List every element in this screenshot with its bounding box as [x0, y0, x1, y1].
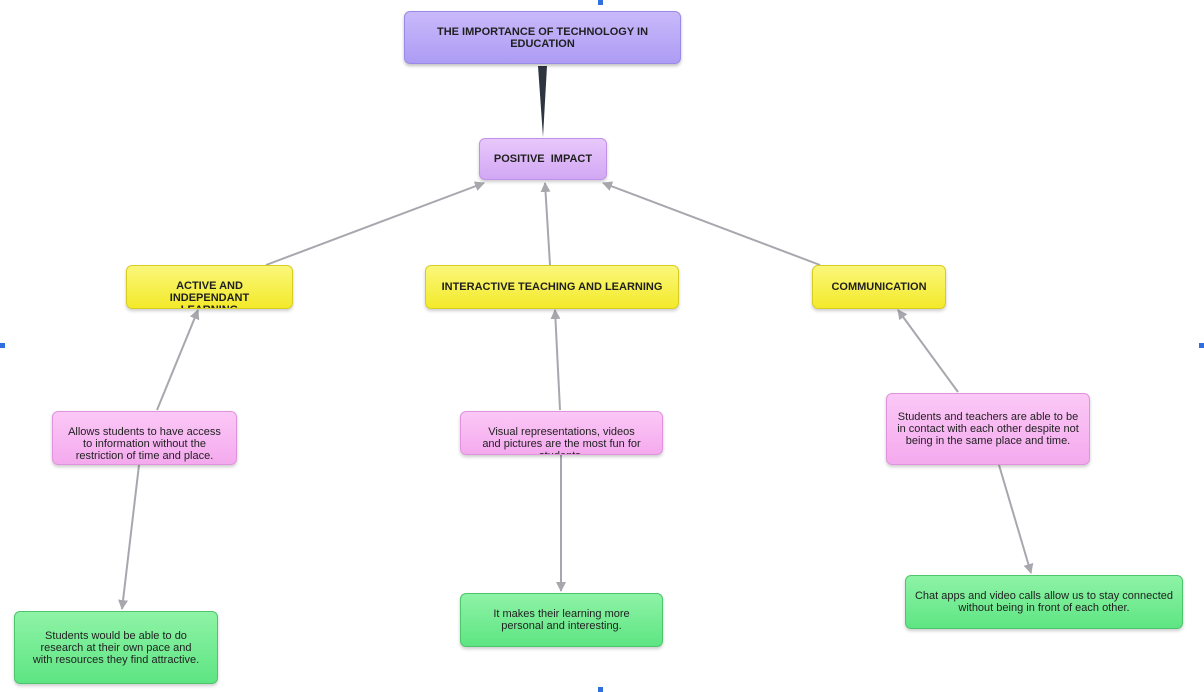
positive-impact-label: POSITIVE IMPACT: [493, 153, 593, 165]
active-learning-node[interactable]: ACTIVE AND INDEPENDANT LEARNING: [126, 265, 293, 309]
interactive-outcome-label: It makes their learning more personal an…: [493, 608, 630, 632]
selection-handle-top[interactable]: [598, 0, 603, 5]
title-node[interactable]: THE IMPORTANCE OF TECHNOLOGY IN EDUCATIO…: [404, 11, 681, 64]
active-detail-to-category-arrow: [156, 309, 200, 411]
selection-handle-right[interactable]: [1199, 343, 1204, 348]
communication-to-impact-arrow: [602, 181, 821, 266]
active-to-impact-arrow: [265, 181, 485, 266]
communication-detail-to-category-arrow: [897, 309, 959, 393]
communication-detail-node[interactable]: Students and teachers are able to be in …: [886, 393, 1090, 465]
active-detail-label: Allows students to have access to inform…: [68, 426, 221, 462]
active-outcome-label: Students would be able to do research at…: [32, 629, 200, 666]
selection-handle-bottom[interactable]: [598, 687, 603, 692]
active-outcome-node[interactable]: Students would be able to do research at…: [14, 611, 218, 684]
communication-detail-label: Students and teachers are able to be in …: [897, 411, 1079, 447]
communication-label: COMMUNICATION: [831, 281, 927, 293]
title-impact-connector: [538, 66, 547, 137]
interactive-outcome-node[interactable]: It makes their learning more personal an…: [460, 593, 663, 647]
positive-impact-node[interactable]: POSITIVE IMPACT: [479, 138, 607, 180]
active-detail-to-outcome-arrow: [118, 464, 140, 610]
communication-outcome-label: Chat apps and video calls allow us to st…: [914, 590, 1174, 614]
active-learning-label: ACTIVE AND INDEPENDANT LEARNING: [169, 280, 250, 308]
interactive-to-impact-arrow: [540, 182, 551, 266]
interactive-teaching-node[interactable]: INTERACTIVE TEACHING AND LEARNING: [425, 265, 679, 309]
interactive-detail-to-category-arrow: [550, 309, 561, 411]
interactive-teaching-label: INTERACTIVE TEACHING AND LEARNING: [441, 281, 663, 293]
communication-node[interactable]: COMMUNICATION: [812, 265, 946, 309]
interactive-detail-label: Visual representations, videos and pictu…: [482, 426, 641, 454]
active-detail-node[interactable]: Allows students to have access to inform…: [52, 411, 237, 465]
selection-handle-left[interactable]: [0, 343, 5, 348]
title-node-label: THE IMPORTANCE OF TECHNOLOGY IN EDUCATIO…: [436, 25, 649, 50]
interactive-detail-node[interactable]: Visual representations, videos and pictu…: [460, 411, 663, 455]
communication-outcome-node[interactable]: Chat apps and video calls allow us to st…: [905, 575, 1183, 629]
communication-detail-to-outcome-arrow: [998, 464, 1034, 574]
